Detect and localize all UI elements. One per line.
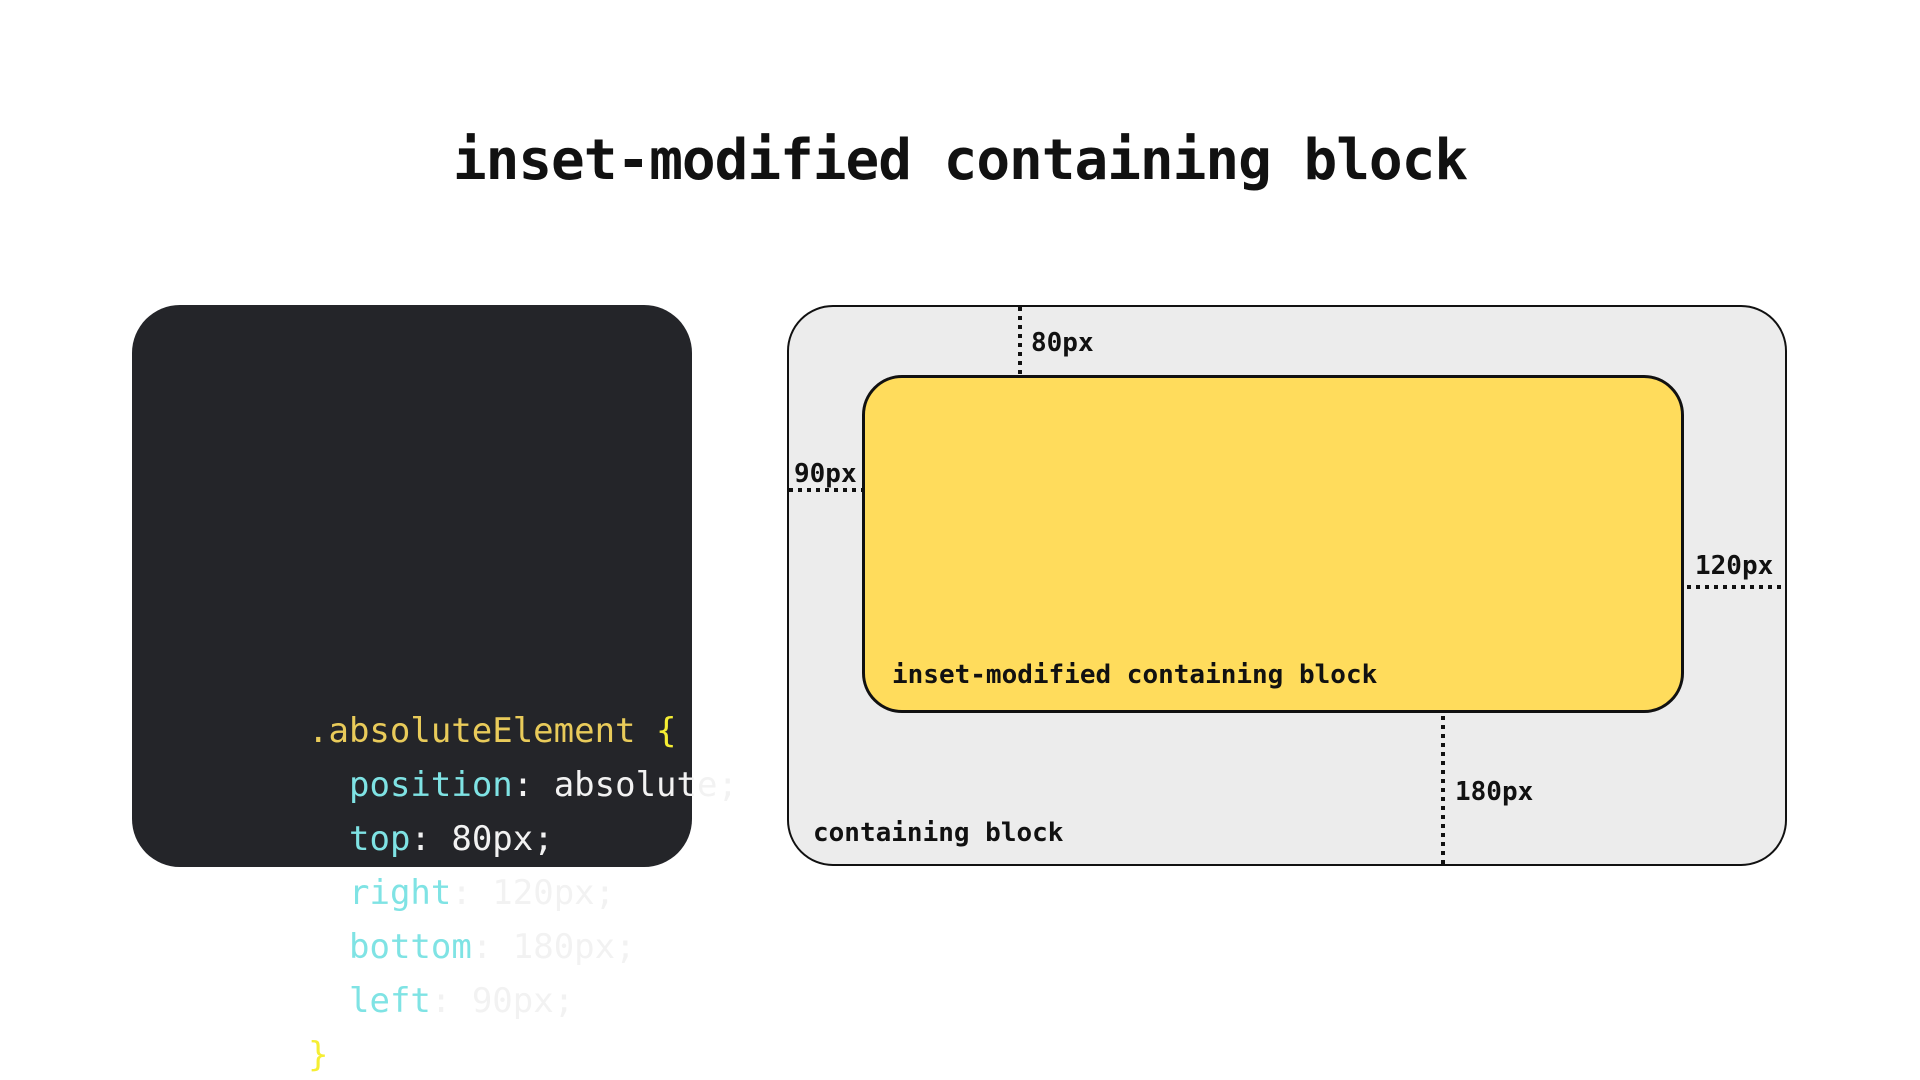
code-block: .absoluteElement { position: absolute; t… (308, 704, 738, 1080)
css-property: right (349, 873, 452, 913)
code-line-bottom: bottom: 180px; (308, 920, 738, 974)
top-inset-label: 80px (1031, 328, 1094, 358)
code-line-right: right: 120px; (308, 866, 738, 920)
bottom-inset-dotted-line (1441, 716, 1445, 866)
left-inset-dotted-line (789, 488, 862, 492)
right-inset-label: 120px (1695, 551, 1774, 581)
css-value: : 180px; (471, 927, 636, 967)
css-value: : 80px; (410, 819, 554, 859)
css-code-panel: .absoluteElement { position: absolute; t… (132, 305, 738, 1075)
open-brace: { (656, 711, 677, 751)
code-line-left: left: 90px; (308, 974, 738, 1028)
css-property: position (349, 765, 513, 805)
css-value: : 90px; (430, 981, 575, 1021)
code-line-position: position: absolute; (308, 758, 738, 812)
right-inset-dotted-line (1687, 585, 1787, 589)
inset-modified-containing-block-box (862, 375, 1684, 713)
top-inset-dotted-line (1018, 307, 1022, 375)
css-selector: .absoluteElement (308, 711, 656, 751)
css-property: bottom (349, 927, 472, 967)
containing-block-label: containing block (813, 818, 1064, 848)
page-title: inset-modified containing block (452, 128, 1468, 193)
bottom-inset-label: 180px (1455, 777, 1534, 807)
code-line-top: top: 80px; (308, 812, 738, 866)
close-brace: } (308, 1035, 329, 1075)
css-value: : absolute; (512, 765, 738, 805)
css-property: left (349, 981, 431, 1021)
css-value: : 120px; (451, 873, 616, 913)
left-inset-label: 90px (794, 459, 857, 489)
code-line-selector: .absoluteElement { (308, 704, 738, 758)
css-property: top (349, 819, 411, 859)
code-line-close: } (308, 1028, 738, 1080)
inset-modified-containing-block-label: inset-modified containing block (892, 660, 1378, 690)
